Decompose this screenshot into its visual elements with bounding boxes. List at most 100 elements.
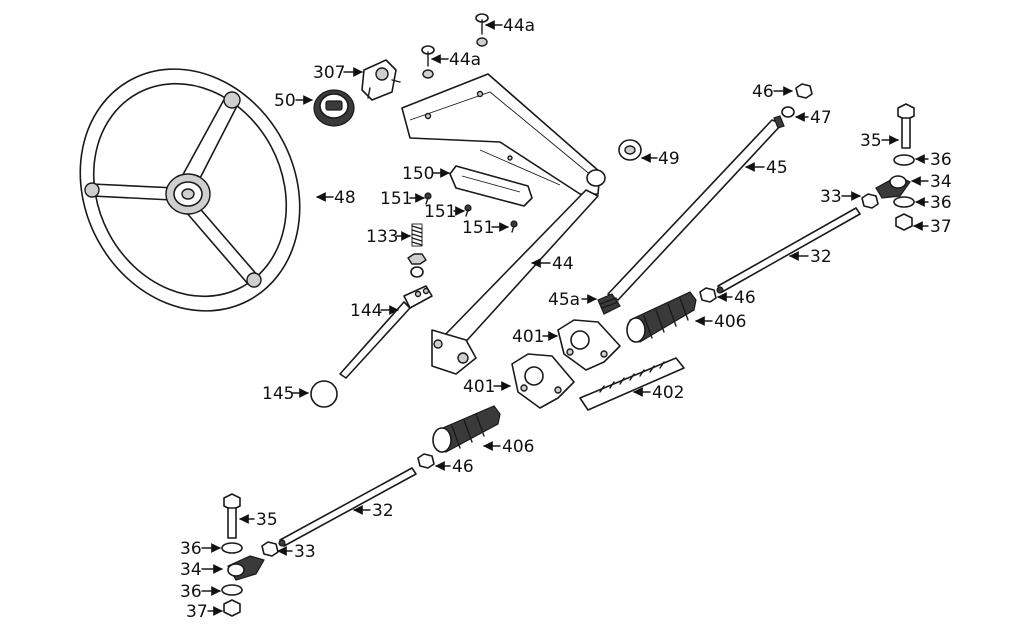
callout-406-left: 406 — [483, 437, 534, 457]
callout-label: 36 — [930, 193, 952, 213]
callout-label: 44 — [552, 254, 574, 274]
rack-402 — [579, 357, 685, 411]
callout-46-right: 46 — [717, 288, 756, 308]
steering-wheel-48 — [79, 68, 301, 312]
pinion-45a — [597, 293, 621, 315]
callout-label: 46 — [734, 288, 756, 308]
bolt-35-right — [897, 103, 915, 149]
grommet-49 — [618, 139, 642, 161]
callout-44a: 44a — [431, 50, 481, 70]
steering-shaft-45 — [607, 115, 785, 301]
callout-label: 133 — [366, 227, 398, 247]
callout-label: 33 — [294, 542, 316, 562]
callout-37-right: 37 — [913, 217, 952, 237]
ball-145 — [310, 380, 338, 408]
callout-label: 401 — [512, 327, 544, 347]
washer-36-right-top — [893, 154, 915, 166]
callout-label: 36 — [180, 539, 202, 559]
callout-label: 151 — [462, 218, 494, 238]
callout-label: 32 — [372, 501, 394, 521]
washer-36-right-bottom — [893, 196, 915, 208]
callout-label: 151 — [380, 189, 412, 209]
callout-label: 33 — [820, 187, 842, 207]
callout-45: 45 — [745, 158, 788, 178]
callout-label: 402 — [652, 383, 684, 403]
callout-label: 47 — [810, 108, 832, 128]
nut-33-left — [261, 541, 279, 557]
ball-joint-34-right — [875, 175, 911, 199]
tie-rod-32-right — [716, 207, 861, 294]
screw-151-a — [424, 192, 432, 205]
ball-joint-34-left — [227, 555, 265, 581]
callout-label: 44a — [449, 50, 481, 70]
screw-151-b — [464, 204, 472, 217]
bracket-401-bottom — [511, 353, 575, 409]
callout-label: 36 — [180, 582, 202, 602]
callout-label: 45a — [548, 290, 580, 310]
callout-35-left: 35 — [239, 510, 278, 530]
nut-46-left — [417, 453, 435, 469]
callout-label: 34 — [930, 172, 952, 192]
boot-406-right — [626, 291, 697, 343]
spring-133 — [407, 223, 427, 278]
nut-37-right — [895, 213, 913, 231]
washer-36-left-top — [221, 542, 243, 554]
callout-label: 406 — [714, 312, 746, 332]
nut-46-top — [795, 83, 813, 99]
cover-plate-150 — [449, 165, 533, 207]
callout-44: 44 — [531, 254, 574, 274]
callout-49: 49 — [641, 149, 680, 169]
callout-label: 46 — [452, 457, 474, 477]
callout-label: 32 — [810, 247, 832, 267]
washer-36-left-bottom — [221, 584, 243, 596]
callout-34-left: 34 — [180, 560, 223, 580]
callout-label: 36 — [930, 150, 952, 170]
callout-150: 150 — [402, 164, 450, 184]
callout-36-right-bottom: 36 — [915, 193, 952, 213]
callout-label: 44a — [503, 16, 535, 36]
callout-401-top: 401 — [512, 327, 558, 347]
callout-151-c: 151 — [462, 218, 509, 238]
callout-label: 46 — [752, 82, 774, 102]
callout-36-left-top: 36 — [180, 539, 221, 559]
callout-32-right: 32 — [789, 247, 832, 267]
callout-36-left-bottom: 36 — [180, 582, 221, 602]
callout-401-bottom: 401 — [463, 377, 511, 397]
callout-label: 406 — [502, 437, 534, 457]
callout-406-right: 406 — [695, 312, 746, 332]
callout-label: 50 — [274, 91, 296, 111]
callout-label: 37 — [930, 217, 952, 237]
callout-label: 144 — [350, 301, 382, 321]
nut-46-right — [699, 287, 717, 303]
tie-rod-32-left — [278, 467, 417, 547]
callout-label: 37 — [186, 602, 208, 622]
callout-label: 34 — [180, 560, 202, 580]
callout-45a: 45a — [548, 290, 597, 310]
callout-37-left: 37 — [186, 602, 223, 622]
callout-32-left: 32 — [353, 501, 394, 521]
callout-151-a: 151 — [380, 189, 425, 209]
callout-33-left: 33 — [277, 542, 316, 562]
callout-label: 145 — [262, 384, 294, 404]
callout-44a-top: 44a — [485, 16, 535, 36]
callout-label: 35 — [860, 131, 882, 151]
callout-label: 401 — [463, 377, 495, 397]
callout-47: 47 — [795, 108, 832, 128]
callout-34-right: 34 — [911, 172, 952, 192]
switch-307 — [361, 59, 401, 101]
callout-145: 145 — [262, 384, 309, 404]
callout-label: 151 — [424, 202, 456, 222]
callout-46-top: 46 — [752, 82, 793, 102]
steering-column-44 — [401, 73, 606, 375]
callouts: 44a 44a 307 50 48 150 151 151 151 133 14… — [180, 16, 952, 622]
callout-label: 307 — [313, 63, 345, 83]
callout-label: 35 — [256, 510, 278, 530]
callout-label: 45 — [766, 158, 788, 178]
callout-label: 49 — [658, 149, 680, 169]
callout-label: 48 — [334, 188, 356, 208]
callout-307: 307 — [313, 63, 363, 83]
nut-33-right — [861, 193, 879, 209]
bracket-401-top — [557, 319, 621, 371]
callout-402: 402 — [633, 383, 684, 403]
callout-48: 48 — [316, 188, 356, 208]
